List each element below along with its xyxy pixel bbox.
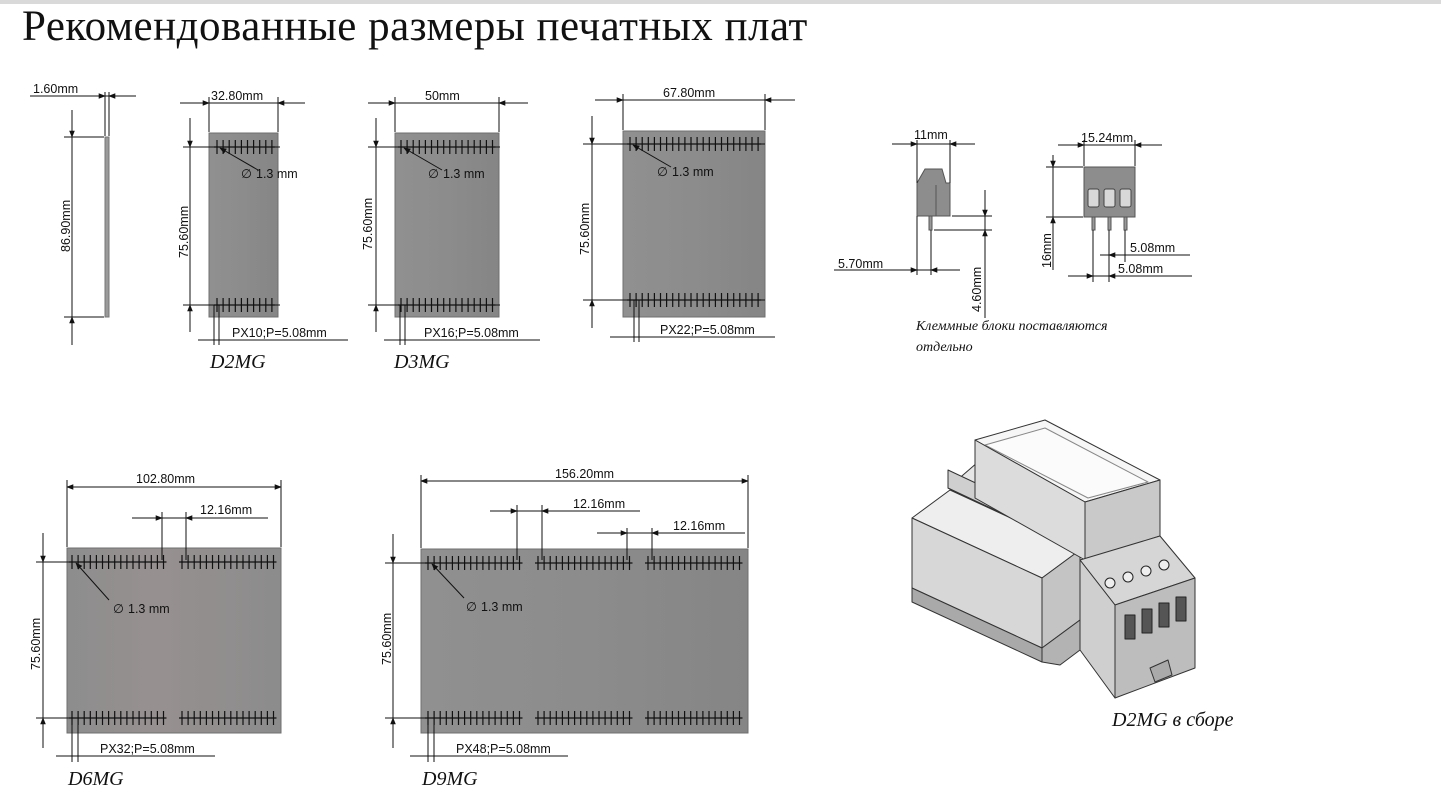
width-label: 156.20mm <box>555 467 614 481</box>
terminal-width-label: 11mm <box>914 128 948 142</box>
pin-row-top <box>627 137 762 151</box>
hole-diameter-symbol: ∅ <box>241 167 252 181</box>
pin-spec-label: PX22;P=5.08mm <box>660 323 755 337</box>
pin-row-bottom-left <box>69 711 167 725</box>
hole-diameter-label: 1.3 mm <box>128 602 170 616</box>
board-d4mg: 67.80mm 75.60mm ∅ 1.3 mm PX22;P=5.08mm <box>578 86 795 342</box>
pcb-outline <box>66 547 282 734</box>
terminal-pin-side <box>928 215 933 231</box>
hole-diameter-symbol: ∅ <box>657 165 668 179</box>
pin-spec-label: PX10;P=5.08mm <box>232 326 327 340</box>
model-label: D3MG <box>393 351 450 373</box>
assembled-enclosure-illustration <box>911 419 1196 699</box>
terminal-front-width-label: 15.24mm <box>1081 131 1133 145</box>
board-edge-profile <box>104 136 110 318</box>
pin-row-bottom <box>627 293 762 307</box>
pcb-outline <box>394 132 500 318</box>
terminal-body-side <box>916 168 951 217</box>
model-label: D9MG <box>421 768 478 790</box>
assembled-label: D2MG в сборе <box>1111 709 1234 731</box>
pin-row-top-2 <box>535 556 633 570</box>
thickness-label: 1.60mm <box>33 82 78 96</box>
hole-diameter-label: 1.3 mm <box>256 167 298 181</box>
pin-row-bottom-2 <box>535 711 633 725</box>
hole-diameter-symbol: ∅ <box>466 600 477 614</box>
hole-diameter-label: 1.3 mm <box>672 165 714 179</box>
pin-row-bottom <box>214 298 275 312</box>
terminal-front-height-label: 16mm <box>1040 233 1054 268</box>
pcb-outline <box>208 132 279 318</box>
pcb-outline <box>622 130 766 318</box>
board-d6mg: 102.80mm 12.16mm 75.60mm ∅ 1.3 mm PX32;P… <box>29 472 282 790</box>
model-label: D6MG <box>67 768 124 790</box>
width-label: 50mm <box>425 89 460 103</box>
board-d3mg: 50mm 75.60mm ∅ 1.3 mm PX16;P=5.08mm D3MG <box>361 89 540 373</box>
terminal-side-view: 11mm 5.70mm 4.60mm Клеммные блоки постав… <box>834 128 1108 355</box>
pin-row-bottom-right <box>179 711 277 725</box>
pin-spec-label: PX16;P=5.08mm <box>424 326 519 340</box>
pin-row-bottom-3 <box>645 711 743 725</box>
side-height-label: 86.90mm <box>59 200 73 252</box>
pin-spec-label: PX32;P=5.08mm <box>100 742 195 756</box>
model-label: D2MG <box>209 351 266 373</box>
terminal-pin-3 <box>1123 216 1128 231</box>
pin-row-top-3 <box>645 556 743 570</box>
board-d2mg: 32.80mm 75.60mm ∅ 1.3 mm PX10;P=5.08mm D… <box>177 89 348 373</box>
hole-diameter-label: 1.3 mm <box>443 167 485 181</box>
terminal-pitch1-label: 5.08mm <box>1130 241 1175 255</box>
width-label: 67.80mm <box>663 86 715 100</box>
height-label: 75.60mm <box>177 206 191 258</box>
terminal-screw-3 <box>1119 188 1132 208</box>
height-label: 75.60mm <box>361 198 375 250</box>
hole-diameter-label: 1.3 mm <box>481 600 523 614</box>
height-label: 75.60mm <box>29 618 43 670</box>
pin-spec-label: PX48;P=5.08mm <box>456 742 551 756</box>
pcb-outline <box>420 548 749 734</box>
gap-label: 12.16mm <box>200 503 252 517</box>
top-border <box>0 0 1441 4</box>
terminal-screw-1 <box>1087 188 1100 208</box>
terminal-pin-length-label: 4.60mm <box>970 267 984 312</box>
page-title: Рекомендованные размеры печатных плат <box>22 3 808 50</box>
terminal-screw-2 <box>1103 188 1116 208</box>
terminal-front-view: 15.24mm 16mm 5.08mm 5.08mm <box>1040 131 1192 282</box>
width-label: 32.80mm <box>211 89 263 103</box>
terminal-note-line2: отдельно <box>916 340 973 355</box>
terminal-pitch2-label: 5.08mm <box>1118 262 1163 276</box>
pin-row-top-1 <box>425 556 523 570</box>
terminal-offset-label: 5.70mm <box>838 257 883 271</box>
hole-diameter-symbol: ∅ <box>113 602 124 616</box>
gap2-label: 12.16mm <box>673 519 725 533</box>
terminal-note-line1: Клеммные блоки поставляются <box>915 319 1108 334</box>
pin-row-top-right <box>179 555 277 569</box>
terminal-pin-2 <box>1107 216 1112 231</box>
height-label: 75.60mm <box>578 203 592 255</box>
gap1-label: 12.16mm <box>573 497 625 511</box>
terminal-pin-1 <box>1091 216 1096 231</box>
pin-row-bottom <box>398 298 496 312</box>
hole-diameter-symbol: ∅ <box>428 167 439 181</box>
pin-row-top <box>398 140 496 154</box>
side-view: 1.60mm 86.90mm <box>30 82 136 345</box>
height-label: 75.60mm <box>380 613 394 665</box>
board-d9mg: 156.20mm 12.16mm 12.16mm 75.60mm ∅ 1.3 m… <box>380 467 749 790</box>
width-label: 102.80mm <box>136 472 195 486</box>
